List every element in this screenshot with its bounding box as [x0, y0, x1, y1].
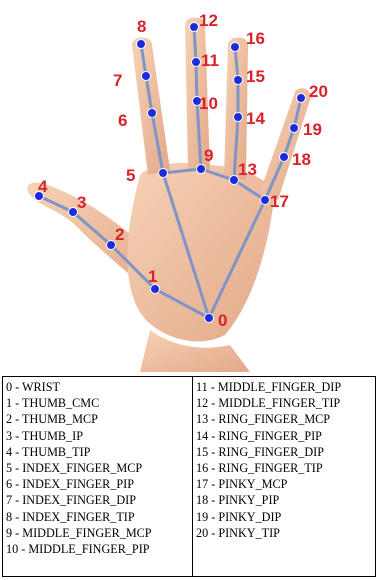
keypoint-label-6: 6 — [118, 111, 127, 130]
keypoint-14 — [234, 113, 243, 122]
keypoint-19 — [290, 124, 299, 133]
legend-item: 3 - THUMB_IP — [6, 428, 192, 444]
keypoint-label-15: 15 — [246, 67, 265, 86]
legend-item: 4 - THUMB_TIP — [6, 444, 192, 460]
legend-item: 10 - MIDDLE_FINGER_PIP — [6, 541, 192, 557]
bone-10-11 — [196, 62, 197, 101]
keypoint-11 — [192, 58, 201, 67]
pinky-finger-shape — [260, 88, 311, 200]
keypoint-label-14: 14 — [246, 109, 265, 128]
keypoint-label-4: 4 — [38, 177, 48, 196]
keypoint-17 — [261, 196, 270, 205]
keypoint-label-7: 7 — [113, 71, 122, 90]
keypoint-label-5: 5 — [126, 166, 135, 185]
legend-item: 14 - RING_FINGER_PIP — [196, 428, 375, 444]
keypoint-0 — [205, 314, 214, 323]
keypoint-18 — [280, 153, 289, 162]
keypoint-label-9: 9 — [204, 146, 213, 165]
keypoint-label-10: 10 — [199, 94, 218, 113]
legend-item: 20 - PINKY_TIP — [196, 525, 375, 541]
keypoint-15 — [234, 76, 243, 85]
legend-item: 19 - PINKY_DIP — [196, 509, 375, 525]
keypoint-label-2: 2 — [115, 225, 124, 244]
legend-item: 0 - WRIST — [6, 379, 192, 395]
legend-item: 12 - MIDDLE_FINGER_TIP — [196, 395, 375, 411]
keypoint-6 — [148, 109, 157, 118]
keypoint-16 — [231, 43, 240, 52]
keypoint-label-17: 17 — [270, 192, 289, 211]
keypoint-20 — [297, 94, 306, 103]
keypoint-5 — [159, 169, 168, 178]
keypoint-label-16: 16 — [246, 29, 265, 48]
bone-11-12 — [194, 27, 196, 62]
legend-item: 16 - RING_FINGER_TIP — [196, 460, 375, 476]
keypoint-label-12: 12 — [199, 11, 218, 30]
legend-item: 15 - RING_FINGER_DIP — [196, 444, 375, 460]
keypoint-label-11: 11 — [201, 51, 219, 70]
keypoint-label-20: 20 — [309, 82, 328, 101]
legend-item: 17 - PINKY_MCP — [196, 476, 375, 492]
keypoint-label-0: 0 — [218, 311, 227, 330]
keypoint-label-18: 18 — [292, 150, 311, 169]
keypoint-12 — [190, 23, 199, 32]
keypoint-label-13: 13 — [238, 160, 257, 179]
keypoint-7 — [142, 72, 151, 81]
legend-item: 1 - THUMB_CMC — [6, 395, 192, 411]
keypoint-label-3: 3 — [77, 193, 86, 212]
keypoint-label-19: 19 — [303, 120, 322, 139]
legend-item: 11 - MIDDLE_FINGER_DIP — [196, 379, 375, 395]
legend-item: 8 - INDEX_FINGER_TIP — [6, 509, 192, 525]
legend-item: 18 - PINKY_PIP — [196, 492, 375, 508]
legend-item: 9 - MIDDLE_FINGER_MCP — [6, 525, 192, 541]
keypoint-8 — [137, 40, 146, 49]
keypoint-label-8: 8 — [137, 17, 146, 36]
legend-item: 5 - INDEX_FINGER_MCP — [6, 460, 192, 476]
keypoint-9 — [197, 165, 206, 174]
keypoint-label-1: 1 — [148, 267, 157, 286]
legend-item: 7 - INDEX_FINGER_DIP — [6, 492, 192, 508]
legend-item: 2 - THUMB_MCP — [6, 411, 192, 427]
legend-item: 13 - RING_FINGER_MCP — [196, 411, 375, 427]
legend-item: 6 - INDEX_FINGER_PIP — [6, 476, 192, 492]
